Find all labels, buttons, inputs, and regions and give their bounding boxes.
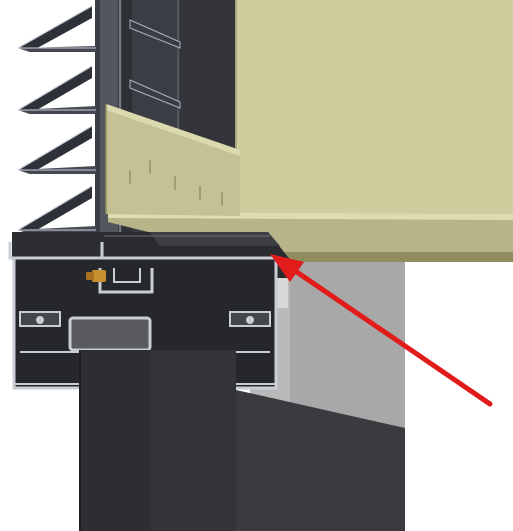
louvre-blade xyxy=(17,65,96,114)
pointer-arrow-icon xyxy=(270,254,493,407)
vertical-fin xyxy=(79,350,405,531)
flashing-plate xyxy=(105,104,240,216)
louvre-blade xyxy=(17,5,96,52)
screw xyxy=(86,270,106,282)
louvre-blade xyxy=(17,125,96,174)
khaki-panel xyxy=(108,0,513,262)
